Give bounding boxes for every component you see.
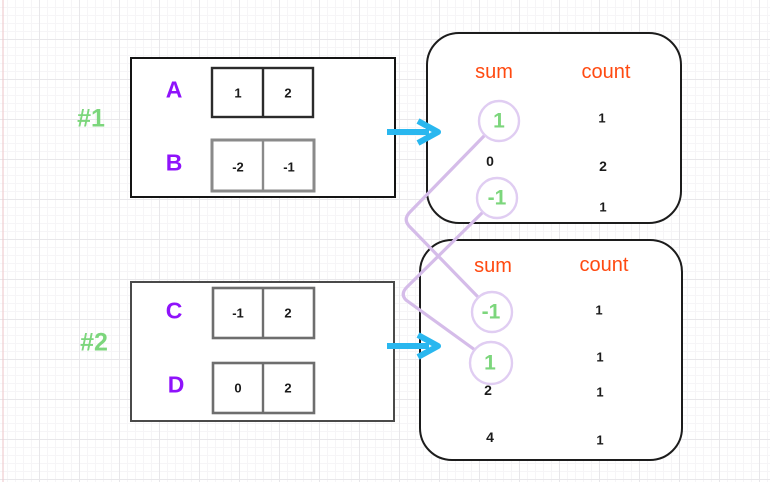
table2-count-header: count (579, 254, 629, 276)
table2-row3-count: 1 (596, 432, 604, 448)
table2-sum-header: sum (474, 255, 512, 277)
array-b-name: B (165, 149, 183, 176)
array-d-name: D (167, 371, 185, 398)
result-box-1 (426, 32, 682, 224)
group1-label: #1 (77, 104, 105, 133)
table2-row1-sum: 1 (484, 351, 496, 375)
group2-label: #2 (80, 328, 108, 357)
result-box-2 (419, 239, 683, 461)
table2-row1-count: 1 (596, 349, 604, 365)
connector-sum-minus1-to-sum1 (401, 210, 485, 352)
array-b-cell-1: -1 (283, 159, 295, 175)
array-d-cell-0: 0 (234, 380, 242, 396)
table2-row2-sum: 2 (484, 382, 492, 398)
array-d-cell-1: 2 (284, 380, 292, 396)
highlight-circle-g2-sum1 (468, 340, 514, 386)
connector-sum1-to-sum-minus1 (404, 133, 487, 299)
table1-sum-header: sum (475, 61, 513, 83)
array-c-cell-0: -1 (232, 305, 244, 321)
arrow-right-icon-group1 (387, 118, 441, 146)
highlight-circle-g2-sum-minus1 (470, 290, 514, 334)
array-c-name: C (165, 297, 183, 324)
table1-row2-sum: -1 (487, 186, 507, 210)
table1-row0-count: 1 (598, 110, 606, 126)
array-c-cell-1: 2 (284, 305, 292, 321)
table2-row0-count: 1 (595, 302, 603, 318)
table1-count-header: count (581, 61, 631, 83)
table1-row2-count: 1 (599, 199, 607, 215)
table2-row0-sum: -1 (481, 300, 501, 324)
table2-row3-sum: 4 (486, 429, 494, 445)
table2-row2-count: 1 (596, 384, 604, 400)
array-a-cell-1: 2 (284, 85, 292, 101)
array-a-cell-0: 1 (234, 85, 242, 101)
highlight-circle-g1-sum-minus1 (475, 176, 519, 220)
array-b-cell-0: -2 (232, 159, 244, 175)
table1-row1-sum: 0 (486, 153, 494, 169)
table1-row0-sum: 1 (493, 109, 505, 133)
array-a-name: A (165, 76, 183, 103)
arrow-right-icon-group2 (387, 332, 441, 360)
table1-row1-count: 2 (599, 158, 607, 174)
highlight-circle-g1-sum1 (477, 99, 521, 143)
page-margin-line (2, 0, 4, 482)
